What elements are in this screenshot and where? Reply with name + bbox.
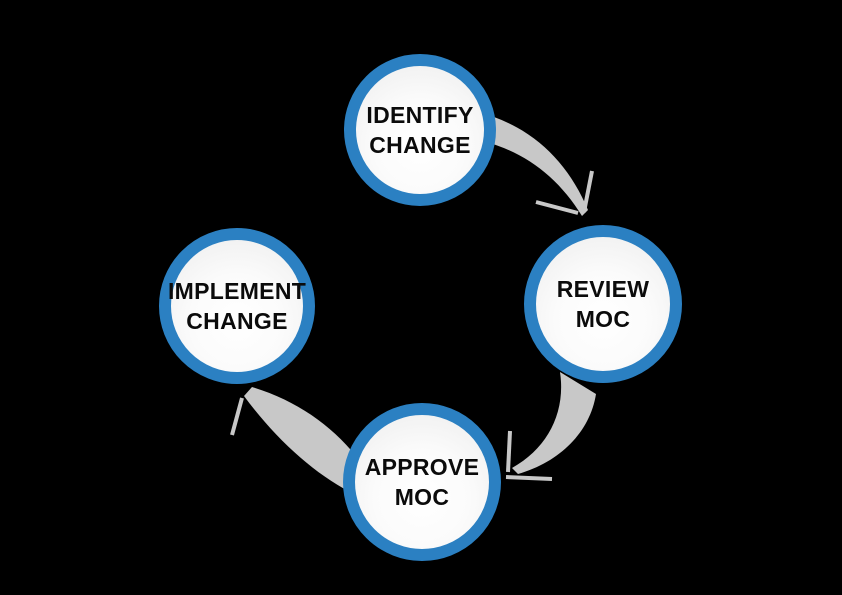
arrow-barb <box>230 397 244 436</box>
arrow-identify-to-review-icon <box>470 112 594 216</box>
arrow-approve-to-implement-icon <box>230 387 356 492</box>
node-label-line: IMPLEMENT <box>167 278 307 304</box>
node-label-line: IDENTIFY <box>366 102 474 128</box>
arrow-barb <box>582 170 594 213</box>
node-label-line: CHANGE <box>369 132 471 158</box>
arrow-band <box>512 372 596 474</box>
node-label-line: REVIEW <box>556 276 650 302</box>
node-review-moc-label: REVIEW MOC <box>557 274 650 334</box>
node-identify-change-label: IDENTIFY CHANGE <box>366 100 473 160</box>
node-implement-change: IMPLEMENT CHANGE <box>159 228 315 384</box>
node-review-moc: REVIEW MOC <box>524 225 682 383</box>
node-label-line: MOC <box>394 484 450 510</box>
node-identify-change: IDENTIFY CHANGE <box>344 54 496 206</box>
arrow-barb <box>505 475 553 481</box>
node-approve-moc-label: APPROVE MOC <box>365 452 480 512</box>
node-label-line: CHANGE <box>186 308 288 334</box>
node-approve-moc: APPROVE MOC <box>343 403 501 561</box>
node-label-line: MOC <box>575 306 631 332</box>
arrow-barb <box>535 200 579 215</box>
arrow-review-to-approve-icon <box>505 372 596 481</box>
arrow-barb <box>261 397 291 408</box>
arrow-barb <box>506 430 512 473</box>
arrow-band <box>244 387 356 492</box>
node-label-line: APPROVE <box>364 454 480 480</box>
node-implement-change-label: IMPLEMENT CHANGE <box>168 276 306 336</box>
arrow-band <box>470 112 588 216</box>
